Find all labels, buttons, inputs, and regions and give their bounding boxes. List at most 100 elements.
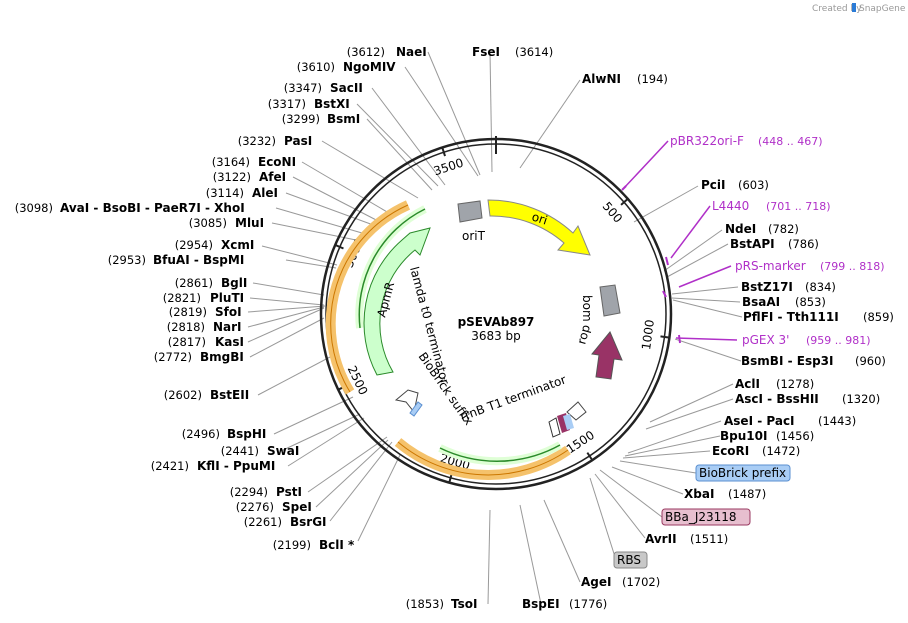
primer-labels: pBR322ori-F (448 .. 467) L4440 (701 .. 7… — [670, 134, 885, 347]
enzyme-Bpu10I[interactable]: Bpu10I — [720, 429, 767, 443]
enz-pos-FseI: (3614) — [515, 45, 553, 59]
enzyme-EcoNI[interactable]: EcoNI — [258, 155, 296, 169]
tick-label-500: 500 — [600, 199, 626, 225]
biobrick-prefix-label: BioBrick prefix — [699, 466, 786, 480]
feature-AmpR-outer-arc — [325, 200, 571, 480]
enzyme-AgeI[interactable]: AgeI — [581, 575, 611, 589]
feature-rop[interactable] — [591, 331, 623, 380]
primer-L4440[interactable]: L4440 — [712, 199, 749, 213]
enzyme-FseI[interactable]: FseI — [472, 45, 500, 59]
enzyme-PluTI[interactable]: PluTI — [210, 291, 244, 305]
enzyme-BstZ17I[interactable]: BstZ17I — [741, 280, 793, 294]
enz-pos-SfoI: (2819) — [169, 305, 207, 319]
enzyme-BclI[interactable]: BclI * — [319, 538, 355, 552]
enz-pos-AgeI: (1702) — [622, 575, 660, 589]
enzyme-BstEII[interactable]: BstEII — [210, 388, 249, 402]
enz-pos-KasI: (2817) — [168, 335, 206, 349]
enz-pos-BstEII: (2602) — [164, 388, 202, 402]
enzyme-KasI[interactable]: KasI — [215, 335, 244, 349]
enzyme-AclI[interactable]: AclI — [735, 377, 760, 391]
enzyme-AvaI-group[interactable]: AvaI - BsoBI - PaeR7I - XhoI — [60, 201, 245, 215]
rbs-box[interactable] — [613, 551, 648, 569]
enzyme-SpeI[interactable]: SpeI — [282, 500, 312, 514]
enz-pos-PstI: (2294) — [230, 485, 268, 499]
enzyme-XcmI[interactable]: XcmI — [221, 238, 254, 252]
feature-lamda-terminator[interactable] — [394, 389, 419, 414]
enzyme-BstXI[interactable]: BstXI — [314, 97, 350, 111]
enzyme-BspEI[interactable]: BspEI — [522, 597, 560, 611]
tick-1000 — [660, 335, 670, 339]
enzyme-AvrII[interactable]: AvrII — [645, 532, 677, 546]
feature-promoter-cluster[interactable] — [548, 413, 574, 438]
enzyme-BmgBI[interactable]: BmgBI — [200, 350, 244, 364]
enz-pos-AlwNI: (194) — [637, 72, 668, 86]
enz-pos-BsaAI: (853) — [795, 295, 826, 309]
enzyme-BstAPI[interactable]: BstAPI — [730, 237, 775, 251]
enzyme-SacII[interactable]: SacII — [330, 81, 363, 95]
enz-pos-NgoMIV: (3610) — [297, 60, 335, 74]
enz-pos-NaeI: (3612) — [347, 45, 385, 59]
enz-pos-PasI: (3232) — [238, 134, 276, 148]
enzyme-PciI[interactable]: PciI — [701, 178, 726, 192]
feature-rrnB-terminator[interactable] — [566, 401, 587, 421]
enzyme-SfoI[interactable]: SfoI — [215, 305, 242, 319]
enzyme-NarI[interactable]: NarI — [213, 320, 242, 334]
feature-label-oriT: oriT — [462, 229, 486, 243]
enzyme-SwaI[interactable]: SwaI — [267, 444, 299, 458]
tick-label-1000: 1000 — [639, 319, 657, 351]
enz-pos-AleI: (3114) — [206, 186, 244, 200]
enzyme-BsmBI-group[interactable]: BsmBI - Esp3I — [741, 354, 833, 368]
rbs-label: RBS — [617, 553, 641, 567]
enzyme-NaeI[interactable]: NaeI — [396, 45, 427, 59]
enz-pos-AseI: (1443) — [818, 414, 856, 428]
plasmid-name: pSEVAb897 — [458, 315, 535, 329]
enzyme-BsmI[interactable]: BsmI — [327, 112, 360, 126]
enz-pos-XbaI: (1487) — [728, 487, 766, 501]
enzyme-AseI-group[interactable]: AseI - PacI — [724, 414, 795, 428]
enz-pos-PciI: (603) — [738, 178, 769, 192]
enz-pos-SpeI: (2276) — [236, 500, 274, 514]
enzyme-MluI[interactable]: MluI — [235, 216, 264, 230]
feature-bom[interactable] — [599, 284, 621, 317]
bba-j23118-box[interactable] — [661, 508, 751, 526]
enz-pos-XcmI: (2954) — [175, 238, 213, 252]
enz-pos-AscI: (1320) — [842, 392, 880, 406]
tick-3500 — [441, 147, 446, 157]
primer-pRS-marker[interactable]: pRS-marker — [735, 259, 806, 273]
enz-pos-BsmI: (3299) — [282, 112, 320, 126]
enzyme-PasI[interactable]: PasI — [284, 134, 312, 148]
enz-pos-BspEI: (1776) — [569, 597, 607, 611]
enzyme-BsrGI[interactable]: BsrGI — [290, 515, 327, 529]
enzyme-EcoRI[interactable]: EcoRI — [712, 444, 749, 458]
feature-ori[interactable] — [487, 199, 591, 256]
enzyme-NdeI[interactable]: NdeI — [725, 222, 756, 236]
enzyme-BspHI[interactable]: BspHI — [227, 427, 266, 441]
credit-brand: SnapGene — [859, 4, 906, 14]
enzyme-PstI[interactable]: PstI — [276, 485, 302, 499]
enzyme-BglI[interactable]: BglI — [221, 276, 247, 290]
enz-pos-XhoI: (3098) — [15, 201, 53, 215]
feature-AmpR[interactable] — [363, 227, 431, 376]
primer-connectors — [623, 140, 738, 341]
enzyme-AscI-group[interactable]: AscI - BssHII — [735, 392, 819, 406]
primer-pBR322ori-F[interactable]: pBR322ori-F — [670, 134, 744, 148]
enzyme-NgoMIV[interactable]: NgoMIV — [343, 60, 396, 74]
enzyme-AfeI[interactable]: AfeI — [259, 170, 286, 184]
enzyme-TsoI[interactable]: TsoI — [451, 597, 477, 611]
biobrick-prefix-box[interactable] — [695, 464, 791, 482]
enzyme-BsaAI[interactable]: BsaAI — [742, 295, 780, 309]
enzyme-AleI[interactable]: AleI — [252, 186, 278, 200]
enz-pos-EcoNI: (3164) — [212, 155, 250, 169]
plasmid-size: 3683 bp — [471, 329, 521, 343]
enz-pos-BsrGI: (2261) — [244, 515, 282, 529]
feature-biobrick-suffix[interactable] — [409, 401, 423, 417]
primer-pGEX-3[interactable]: pGEX 3' — [742, 333, 789, 347]
feature-oriT[interactable] — [457, 200, 483, 223]
enzyme-KflI-group[interactable]: KflI - PpuMI — [197, 459, 275, 473]
enzyme-AlwNI[interactable]: AlwNI — [582, 72, 621, 86]
enzyme-PflFI-group[interactable]: PflFI - Tth111I — [743, 310, 839, 324]
enzyme-BfuAI-group[interactable]: BfuAI - BspMI — [153, 253, 244, 267]
enzyme-XbaI[interactable]: XbaI — [684, 487, 714, 501]
enz-pos-SacII: (3347) — [284, 81, 322, 95]
